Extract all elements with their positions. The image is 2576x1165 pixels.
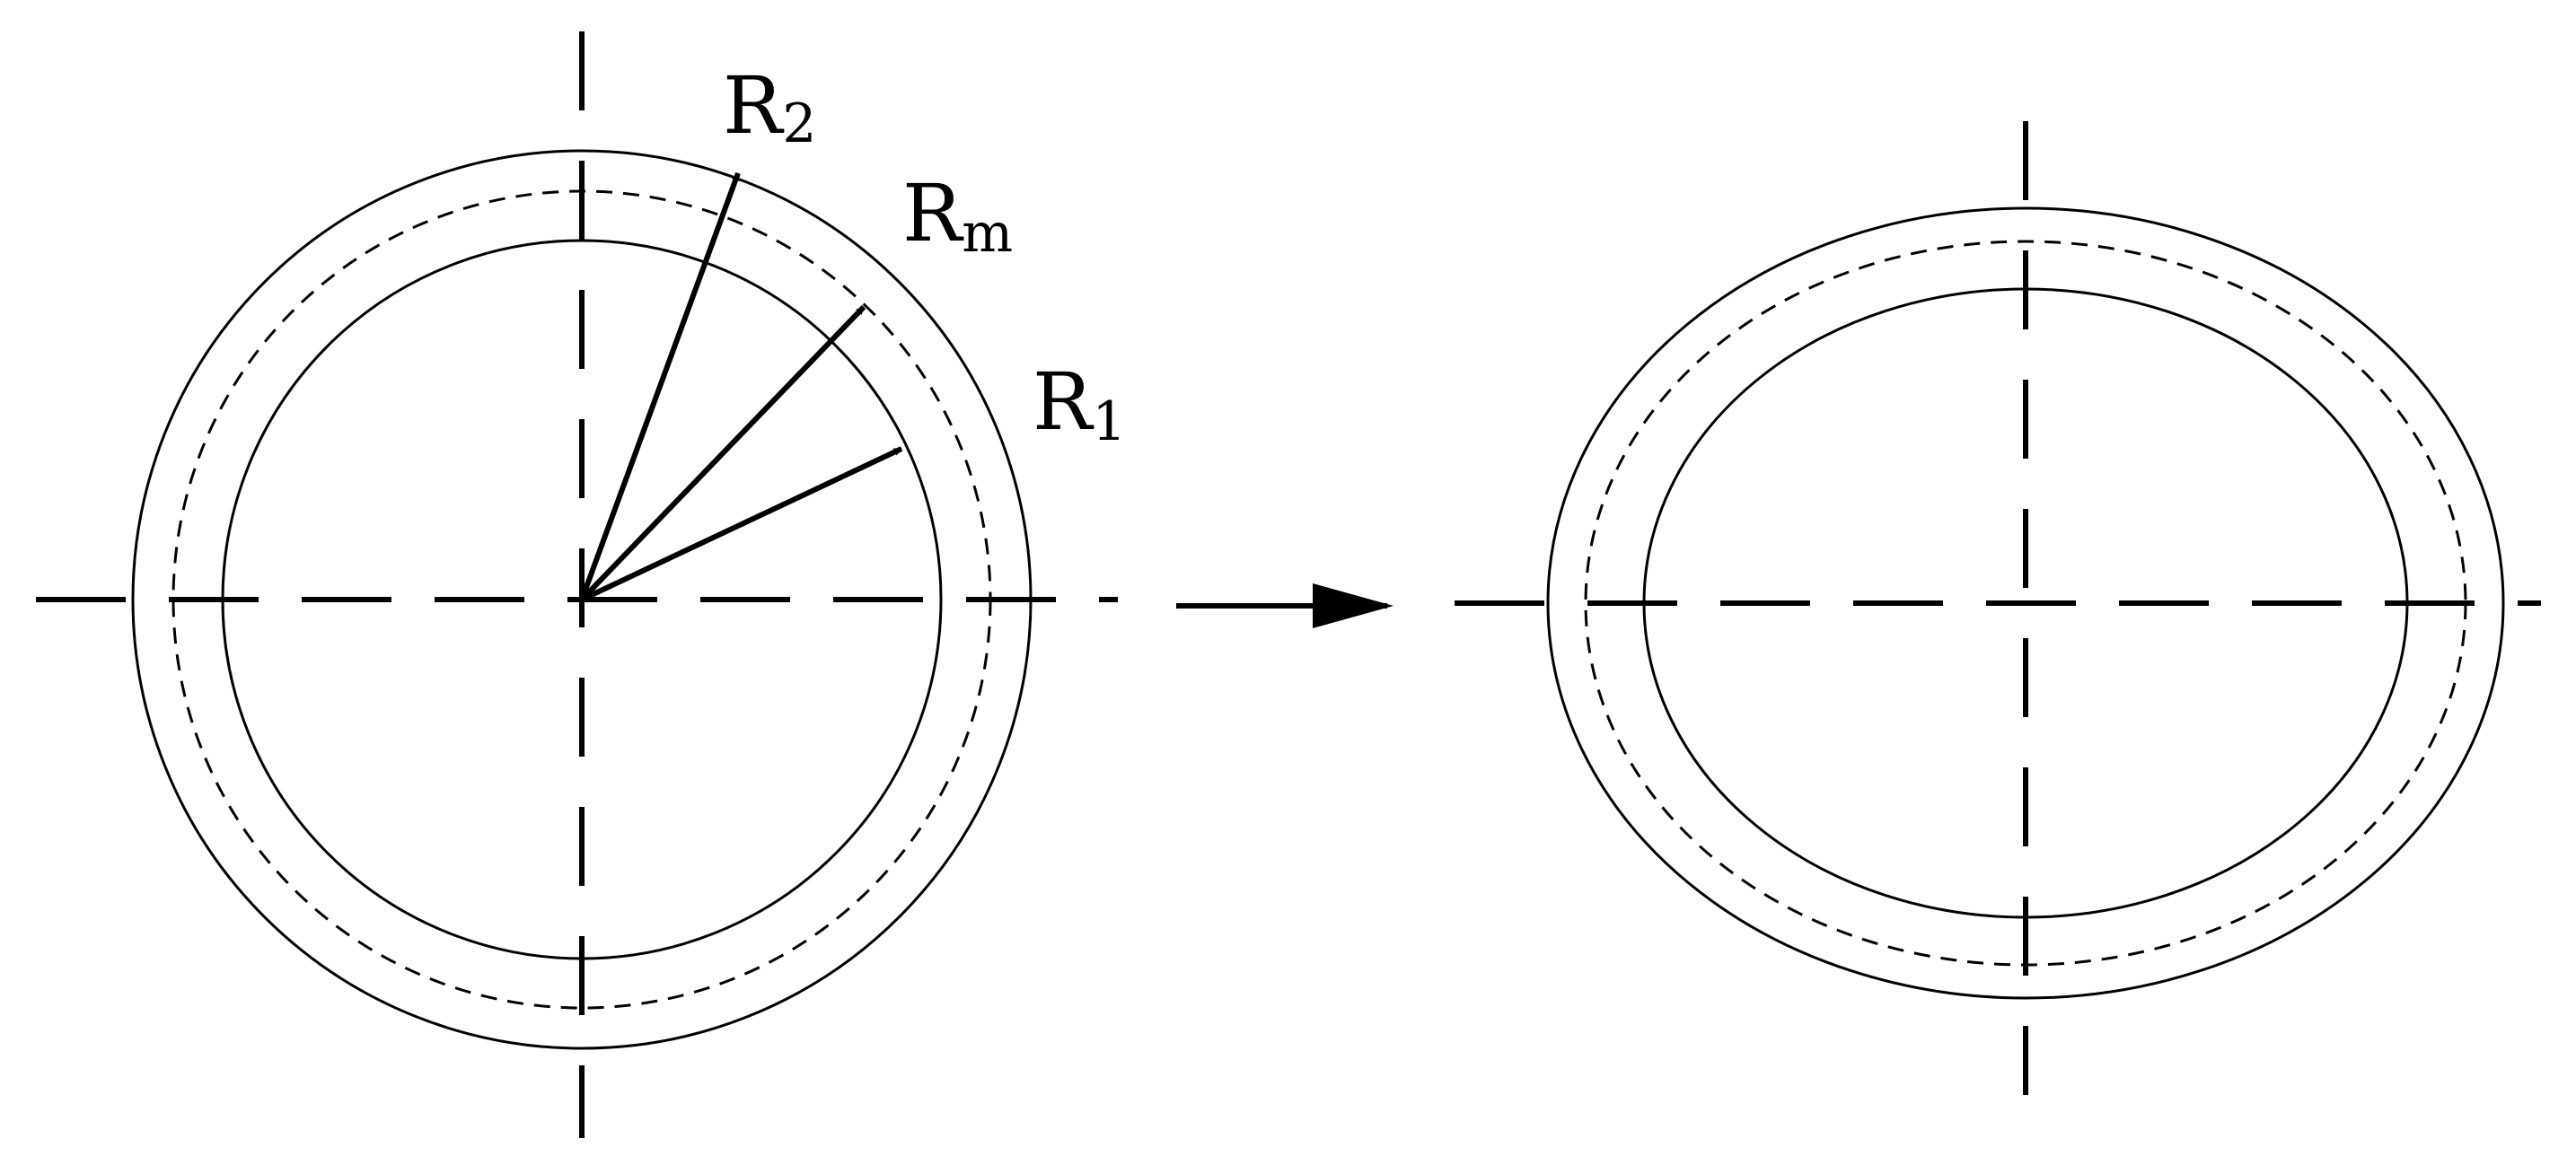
label-r1: R1 bbox=[1033, 355, 1126, 453]
label-r2: R2 bbox=[723, 59, 816, 155]
transition-arrowhead bbox=[1313, 583, 1394, 628]
radius-rm-arrow bbox=[579, 304, 866, 602]
radius-r1-arrow bbox=[580, 446, 903, 602]
outer-ellipse bbox=[1546, 206, 2505, 1000]
label-rm: Rm bbox=[902, 167, 1013, 265]
radius-r2-arrow bbox=[579, 171, 741, 601]
left-circle-figure: R2 Rm R1 bbox=[36, 31, 1126, 1138]
right-ellipse-figure bbox=[1455, 121, 2541, 1095]
transition-arrow bbox=[1176, 583, 1394, 628]
